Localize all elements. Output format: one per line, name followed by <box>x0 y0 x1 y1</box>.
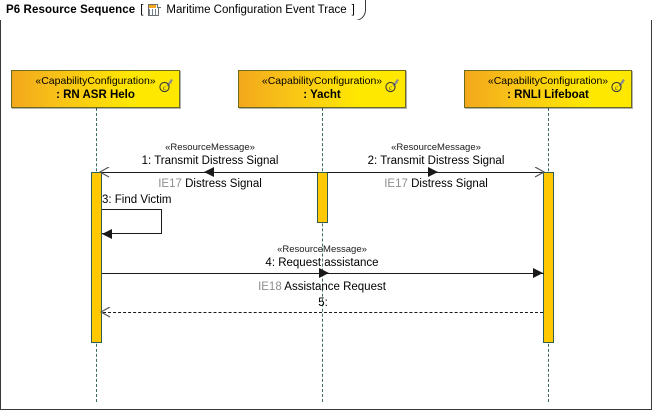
bracket-open: [ <box>140 4 144 16</box>
message-2-arrowhead-open-right <box>534 167 545 178</box>
lifeline-head-yacht[interactable]: «CapabilityConfiguration» : Yacht c <box>238 70 406 108</box>
message-4-arrowhead-filled-end <box>533 268 543 278</box>
message-1-arrowhead-filled <box>204 167 214 177</box>
message-3-self-loop[interactable] <box>102 209 162 234</box>
message-5-arrowhead-open-left <box>100 307 111 318</box>
lifeline-name: : RNLI Lifeboat <box>507 89 589 101</box>
message-3-labels: 3: Find Victim <box>102 193 242 207</box>
message-2-arrowhead-filled <box>428 167 438 177</box>
lifeline-head-rnli-lifeboat[interactable]: «CapabilityConfiguration» : RNLI Lifeboa… <box>464 70 632 108</box>
lifeline-name: : RN ASR Helo <box>56 89 135 101</box>
message-2-payload-name: Distress Signal <box>411 178 488 190</box>
activation-bar-rn-asr-helo <box>91 172 102 343</box>
message-3-name: 3: Find Victim <box>102 194 172 206</box>
message-4-stereotype: «ResourceMessage» <box>277 244 367 255</box>
diagram-frame-tab[interactable]: P6 Resource Sequence [ Maritime Configur… <box>0 0 366 21</box>
page-title: P6 Resource Sequence <box>6 4 136 16</box>
lifeline-stereotype: «CapabilityConfiguration» <box>35 75 156 87</box>
svg-text:c: c <box>389 84 392 92</box>
message-2-stereotype: «ResourceMessage» <box>391 142 481 153</box>
lifeline-head-rn-asr-helo[interactable]: «CapabilityConfiguration» : RN ASR Helo … <box>11 70 180 108</box>
svg-text:c: c <box>615 84 618 92</box>
message-1-payload-name: Distress Signal <box>185 178 262 190</box>
message-3-arrowhead-filled <box>102 229 112 239</box>
capability-configuration-icon: c <box>159 78 173 93</box>
message-5-labels: 5: <box>253 296 393 310</box>
message-1-stereotype: «ResourceMessage» <box>165 142 255 153</box>
frame-reference-label: Maritime Configuration Event Trace <box>166 4 347 16</box>
message-5-line[interactable] <box>103 312 543 313</box>
lifeline-name: : Yacht <box>303 89 341 101</box>
message-1-name: 1: Transmit Distress Signal <box>141 155 279 167</box>
lifeline-yacht <box>322 108 323 402</box>
lifeline-stereotype: «CapabilityConfiguration» <box>487 75 609 87</box>
message-1-payload-id: IE17 <box>158 178 186 190</box>
message-2-payload-id: IE17 <box>384 178 412 190</box>
message-2-payload: IE17 Distress Signal <box>328 177 544 191</box>
diagram-document-icon <box>148 3 162 17</box>
capability-configuration-icon: c <box>611 78 625 93</box>
message-4-arrowhead-filled-mid <box>319 268 329 278</box>
activation-bar-rnli-lifeboat <box>543 172 554 343</box>
activation-bar-yacht <box>317 172 328 223</box>
message-4-payload: IE18 Assistance Request <box>205 280 439 294</box>
message-4-payload-name: Assistance Request <box>284 281 386 293</box>
message-4-name: 4: Request assistance <box>265 257 379 269</box>
message-4-payload-id: IE18 <box>258 281 285 293</box>
message-1-payload: IE17 Distress Signal <box>98 177 322 191</box>
svg-text:c: c <box>163 84 166 92</box>
message-1-arrowhead-open-left <box>99 167 110 178</box>
message-2-name: 2: Transmit Distress Signal <box>367 155 505 167</box>
message-4-labels: «ResourceMessage» 4: Request assistance <box>205 244 439 270</box>
message-5-name: 5: <box>318 297 328 309</box>
lifeline-stereotype: «CapabilityConfiguration» <box>261 75 383 87</box>
message-2-labels: «ResourceMessage» 2: Transmit Distress S… <box>328 142 544 168</box>
capability-configuration-icon: c <box>385 78 399 93</box>
message-1-labels: «ResourceMessage» 1: Transmit Distress S… <box>98 142 322 168</box>
bracket-close: ] <box>351 4 355 16</box>
